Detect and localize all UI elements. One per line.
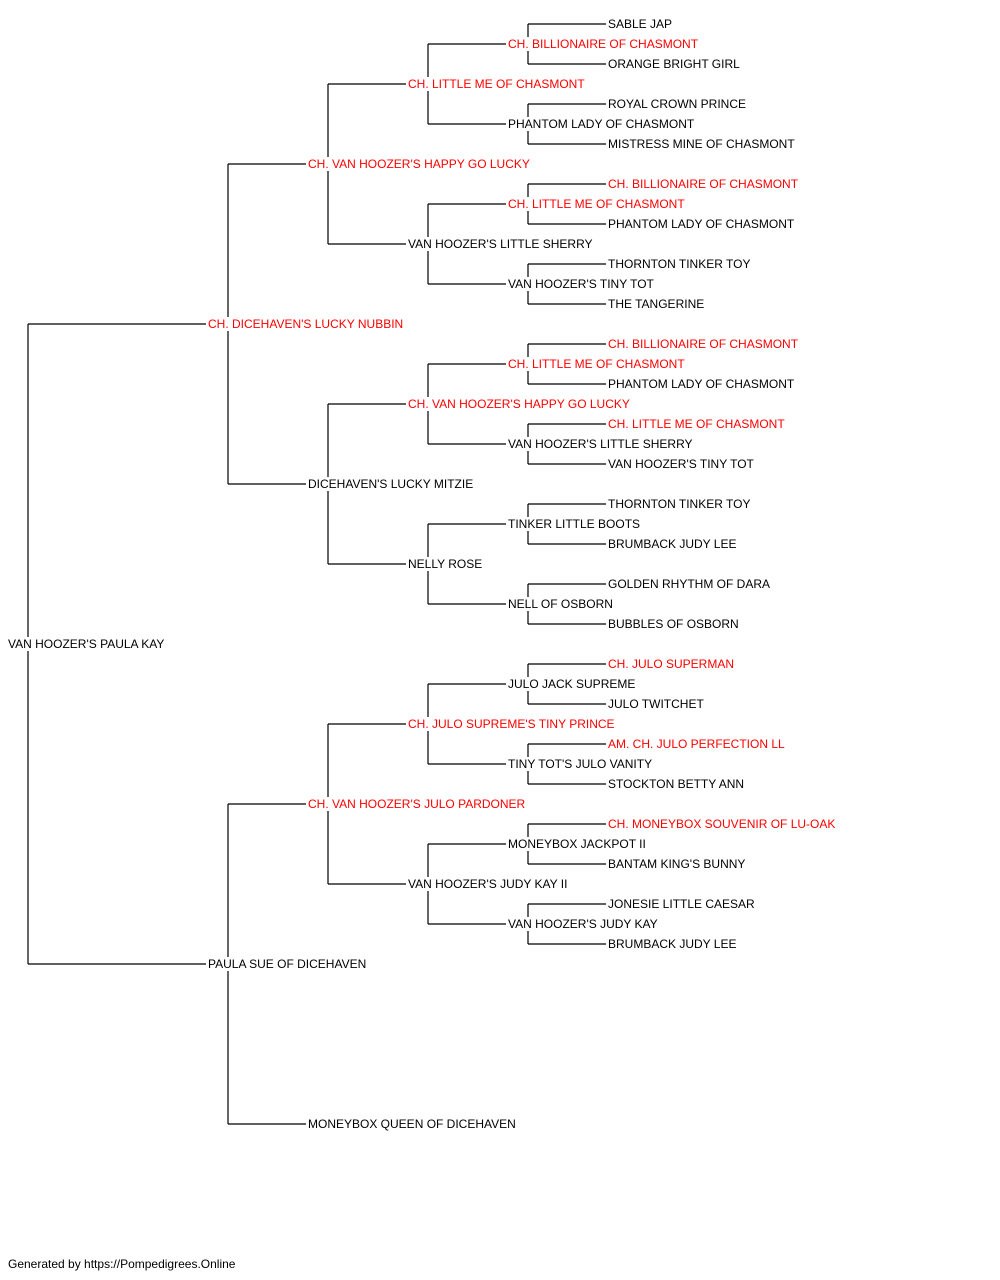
ancestor-name-gen-5: CH. BILLIONAIRE OF CHASMONT: [608, 337, 801, 351]
ancestor-name-gen-4: CH. LITTLE ME OF CHASMONT: [508, 197, 687, 211]
ancestor-name-gen-3: CH. VAN HOOZER'S HAPPY GO LUCKY: [408, 397, 632, 411]
ancestor-name-gen-5: ORANGE BRIGHT GIRL: [608, 57, 742, 71]
subject-dog-name: VAN HOOZER'S PAULA KAY: [8, 637, 167, 651]
ancestor-name-gen-5: SABLE JAP: [608, 17, 675, 31]
ancestor-name-gen-4: VAN HOOZER'S JUDY KAY: [508, 917, 660, 931]
ancestor-name-gen-2: CH. VAN HOOZER'S JULO PARDONER: [308, 797, 528, 811]
ancestor-name-gen-3: VAN HOOZER'S JUDY KAY II: [408, 877, 570, 891]
ancestor-name-gen-5: STOCKTON BETTY ANN: [608, 777, 747, 791]
footer-credit: Generated by https://Pompedigrees.Online: [8, 1257, 236, 1271]
ancestor-name-gen-1: PAULA SUE OF DICEHAVEN: [208, 957, 369, 971]
ancestor-name-gen-1: CH. DICEHAVEN'S LUCKY NUBBIN: [208, 317, 406, 331]
ancestor-name-gen-5: MISTRESS MINE OF CHASMONT: [608, 137, 797, 151]
ancestor-name-gen-5: THORNTON TINKER TOY: [608, 497, 753, 511]
ancestor-name-gen-5: BUBBLES OF OSBORN: [608, 617, 741, 631]
ancestor-name-gen-5: JULO TWITCHET: [608, 697, 706, 711]
ancestor-name-gen-5: CH. LITTLE ME OF CHASMONT: [608, 417, 787, 431]
ancestor-name-gen-4: TINKER LITTLE BOOTS: [508, 517, 643, 531]
ancestor-name-gen-4: PHANTOM LADY OF CHASMONT: [508, 117, 697, 131]
ancestor-name-gen-5: PHANTOM LADY OF CHASMONT: [608, 377, 797, 391]
ancestor-name-gen-3: CH. LITTLE ME OF CHASMONT: [408, 77, 587, 91]
ancestor-name-gen-4: VAN HOOZER'S LITTLE SHERRY: [508, 437, 695, 451]
ancestor-name-gen-4: CH. BILLIONAIRE OF CHASMONT: [508, 37, 701, 51]
ancestor-name-gen-5: CH. MONEYBOX SOUVENIR OF LU-OAK: [608, 817, 838, 831]
ancestor-name-gen-4: MONEYBOX JACKPOT II: [508, 837, 648, 851]
ancestor-name-gen-3: VAN HOOZER'S LITTLE SHERRY: [408, 237, 595, 251]
ancestor-name-gen-5: VAN HOOZER'S TINY TOT: [608, 457, 756, 471]
ancestor-name-gen-2: DICEHAVEN'S LUCKY MITZIE: [308, 477, 476, 491]
ancestor-name-gen-5: CH. BILLIONAIRE OF CHASMONT: [608, 177, 801, 191]
ancestor-name-gen-5: JONESIE LITTLE CAESAR: [608, 897, 757, 911]
ancestor-name-gen-5: AM. CH. JULO PERFECTION LL: [608, 737, 787, 751]
ancestor-name-gen-4: JULO JACK SUPREME: [508, 677, 638, 691]
ancestor-name-gen-5: ROYAL CROWN PRINCE: [608, 97, 749, 111]
ancestor-name-gen-4: CH. LITTLE ME OF CHASMONT: [508, 357, 687, 371]
ancestor-name-gen-4: VAN HOOZER'S TINY TOT: [508, 277, 656, 291]
ancestor-name-gen-5: PHANTOM LADY OF CHASMONT: [608, 217, 797, 231]
ancestor-name-gen-2: CH. VAN HOOZER'S HAPPY GO LUCKY: [308, 157, 532, 171]
ancestor-name-gen-5: THORNTON TINKER TOY: [608, 257, 753, 271]
ancestor-name-gen-5: CH. JULO SUPERMAN: [608, 657, 737, 671]
ancestor-name-gen-5: BANTAM KING'S BUNNY: [608, 857, 748, 871]
ancestor-name-gen-4: NELL OF OSBORN: [508, 597, 615, 611]
ancestor-name-gen-5: THE TANGERINE: [608, 297, 707, 311]
ancestor-name-gen-5: BRUMBACK JUDY LEE: [608, 937, 739, 951]
ancestor-name-gen-3: NELLY ROSE: [408, 557, 485, 571]
ancestor-name-gen-3: CH. JULO SUPREME'S TINY PRINCE: [408, 717, 617, 731]
ancestor-name-gen-4: TINY TOT'S JULO VANITY: [508, 757, 655, 771]
ancestor-name-gen-2: MONEYBOX QUEEN OF DICEHAVEN: [308, 1117, 518, 1131]
ancestor-name-gen-5: GOLDEN RHYTHM OF DARA: [608, 577, 773, 591]
ancestor-name-gen-5: BRUMBACK JUDY LEE: [608, 537, 739, 551]
